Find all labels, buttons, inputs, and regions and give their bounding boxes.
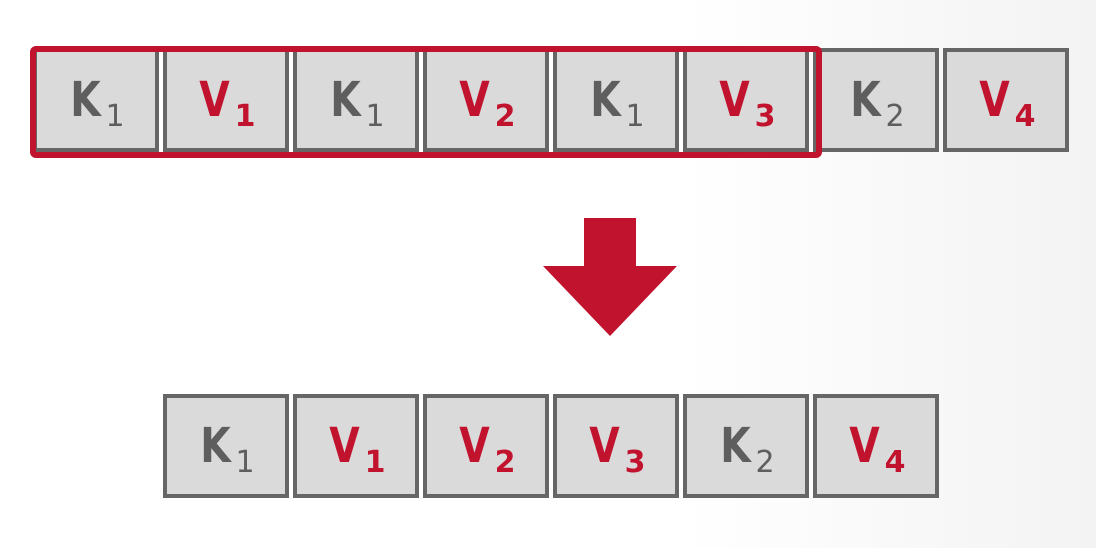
key-letter: K [70, 72, 102, 128]
subscript-index: 4 [884, 444, 906, 480]
down-arrow-icon [543, 218, 677, 336]
key1-group-highlight [30, 46, 822, 158]
subscript-index: 2 [494, 444, 516, 480]
subscript-index: 3 [624, 444, 646, 480]
value-letter: V [589, 418, 620, 474]
key-letter: K [200, 418, 232, 474]
subscript-index: 1 [365, 98, 385, 134]
value-letter: V [459, 72, 490, 128]
value-letter: V [849, 418, 880, 474]
value-letter: V [719, 72, 750, 128]
value-letter: V [329, 418, 360, 474]
key-letter: K [850, 72, 882, 128]
subscript-index: 2 [885, 98, 905, 134]
subscript-index: 2 [755, 444, 775, 480]
subscript-index: 1 [234, 98, 256, 134]
value-letter: V [459, 418, 490, 474]
key-letter: K [590, 72, 622, 128]
subscript-index: 4 [1014, 98, 1036, 134]
value-letter: V [979, 72, 1010, 128]
subscript-index: 3 [754, 98, 776, 134]
key-letter: K [720, 418, 752, 474]
subscript-index: 1 [625, 98, 645, 134]
value-letter: V [199, 72, 230, 128]
subscript-index: 1 [235, 444, 255, 480]
subscript-index: 2 [494, 98, 516, 134]
subscript-index: 1 [105, 98, 125, 134]
subscript-index: 1 [364, 444, 386, 480]
key-letter: K [330, 72, 362, 128]
